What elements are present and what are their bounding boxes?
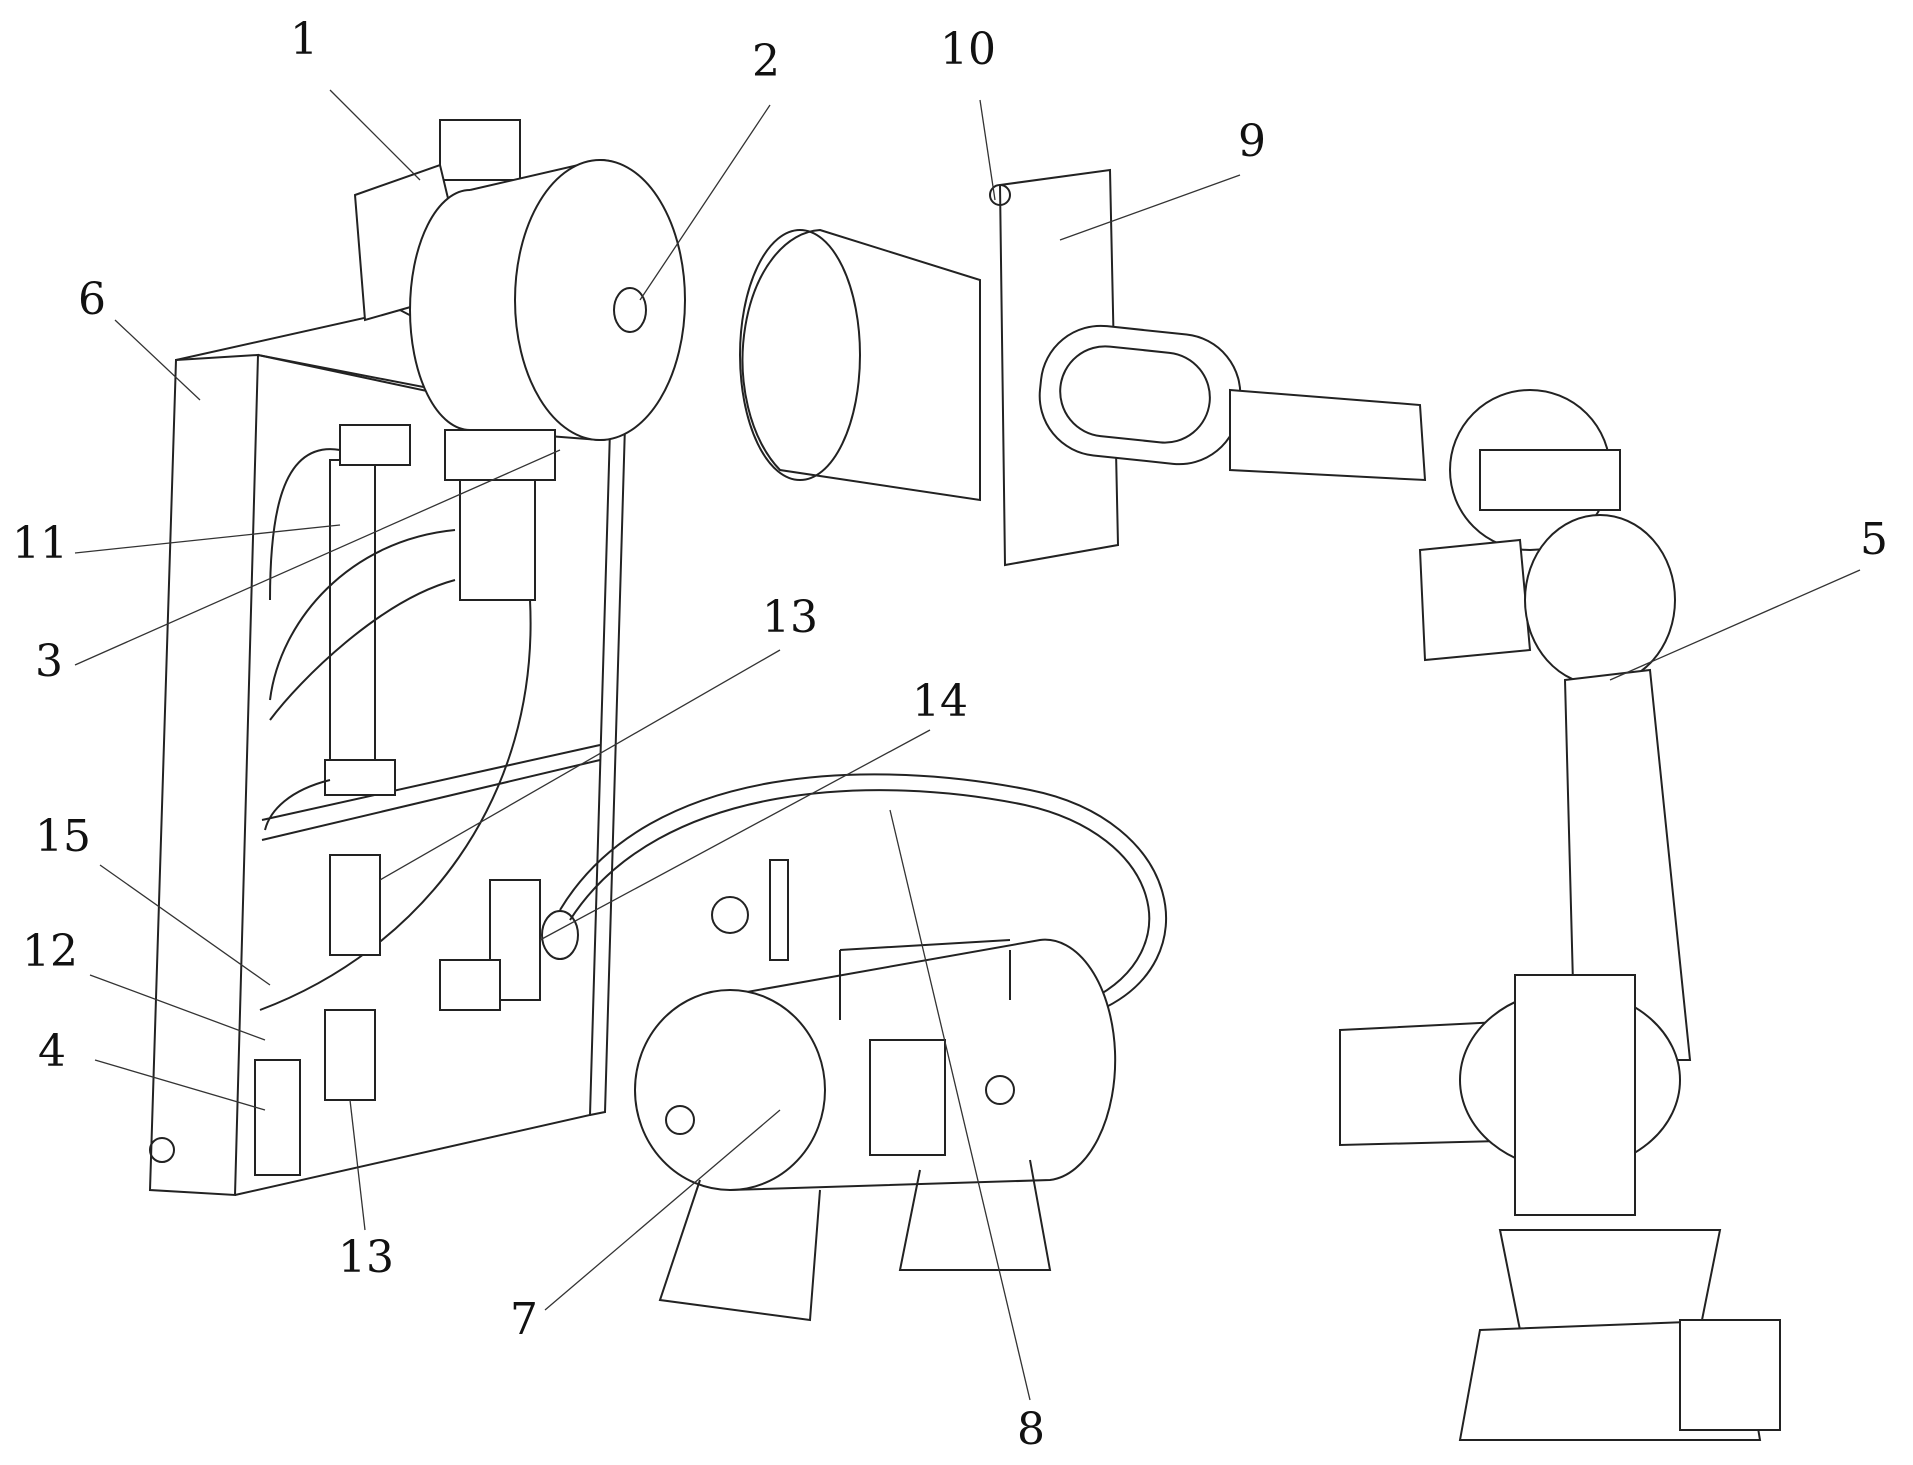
label-1: 1 xyxy=(290,18,318,62)
label-6: 6 xyxy=(78,278,106,322)
label-8: 8 xyxy=(1017,1408,1045,1452)
robot-arm xyxy=(1034,320,1780,1440)
label-12: 12 xyxy=(22,930,78,974)
label-10: 10 xyxy=(940,28,996,72)
label-11: 11 xyxy=(12,522,68,566)
drum-motor xyxy=(355,120,685,440)
air-filters xyxy=(255,855,578,1175)
label-5: 5 xyxy=(1860,518,1888,562)
label-4: 4 xyxy=(38,1030,66,1074)
label-13-top: 13 xyxy=(762,596,818,640)
label-15: 15 xyxy=(35,815,91,859)
label-13-bottom: 13 xyxy=(338,1236,394,1280)
label-7: 7 xyxy=(510,1298,538,1342)
label-2: 2 xyxy=(752,40,780,84)
label-14: 14 xyxy=(912,680,968,724)
label-9: 9 xyxy=(1238,120,1266,164)
air-tank xyxy=(635,860,1115,1320)
label-3: 3 xyxy=(35,640,63,684)
